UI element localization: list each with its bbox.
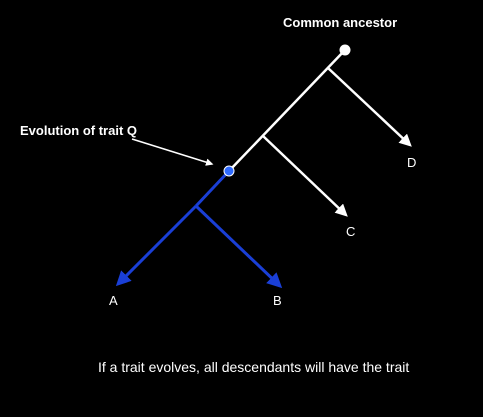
leaf-label-d: D <box>407 155 416 170</box>
branch-to-a <box>115 204 198 287</box>
caption: If a trait evolves, all descendants will… <box>98 359 409 375</box>
evolution-pointer-arrow <box>131 138 214 166</box>
common-ancestor-label: Common ancestor <box>283 15 397 30</box>
trait-branches <box>115 169 283 289</box>
branch-to-d <box>327 67 412 147</box>
leaf-label-c: C <box>346 224 355 239</box>
trait-stem <box>194 169 231 208</box>
ancestral-branches <box>228 49 412 217</box>
common-ancestor-node <box>339 44 351 56</box>
trait-evolution-label: Evolution of trait Q <box>20 123 137 138</box>
branch-to-c <box>262 135 348 217</box>
leaf-label-b: B <box>273 293 282 308</box>
trait-origin-node <box>223 165 235 177</box>
main-trunk <box>228 49 346 172</box>
branch-to-b <box>194 204 283 289</box>
leaf-label-a: A <box>109 293 118 308</box>
